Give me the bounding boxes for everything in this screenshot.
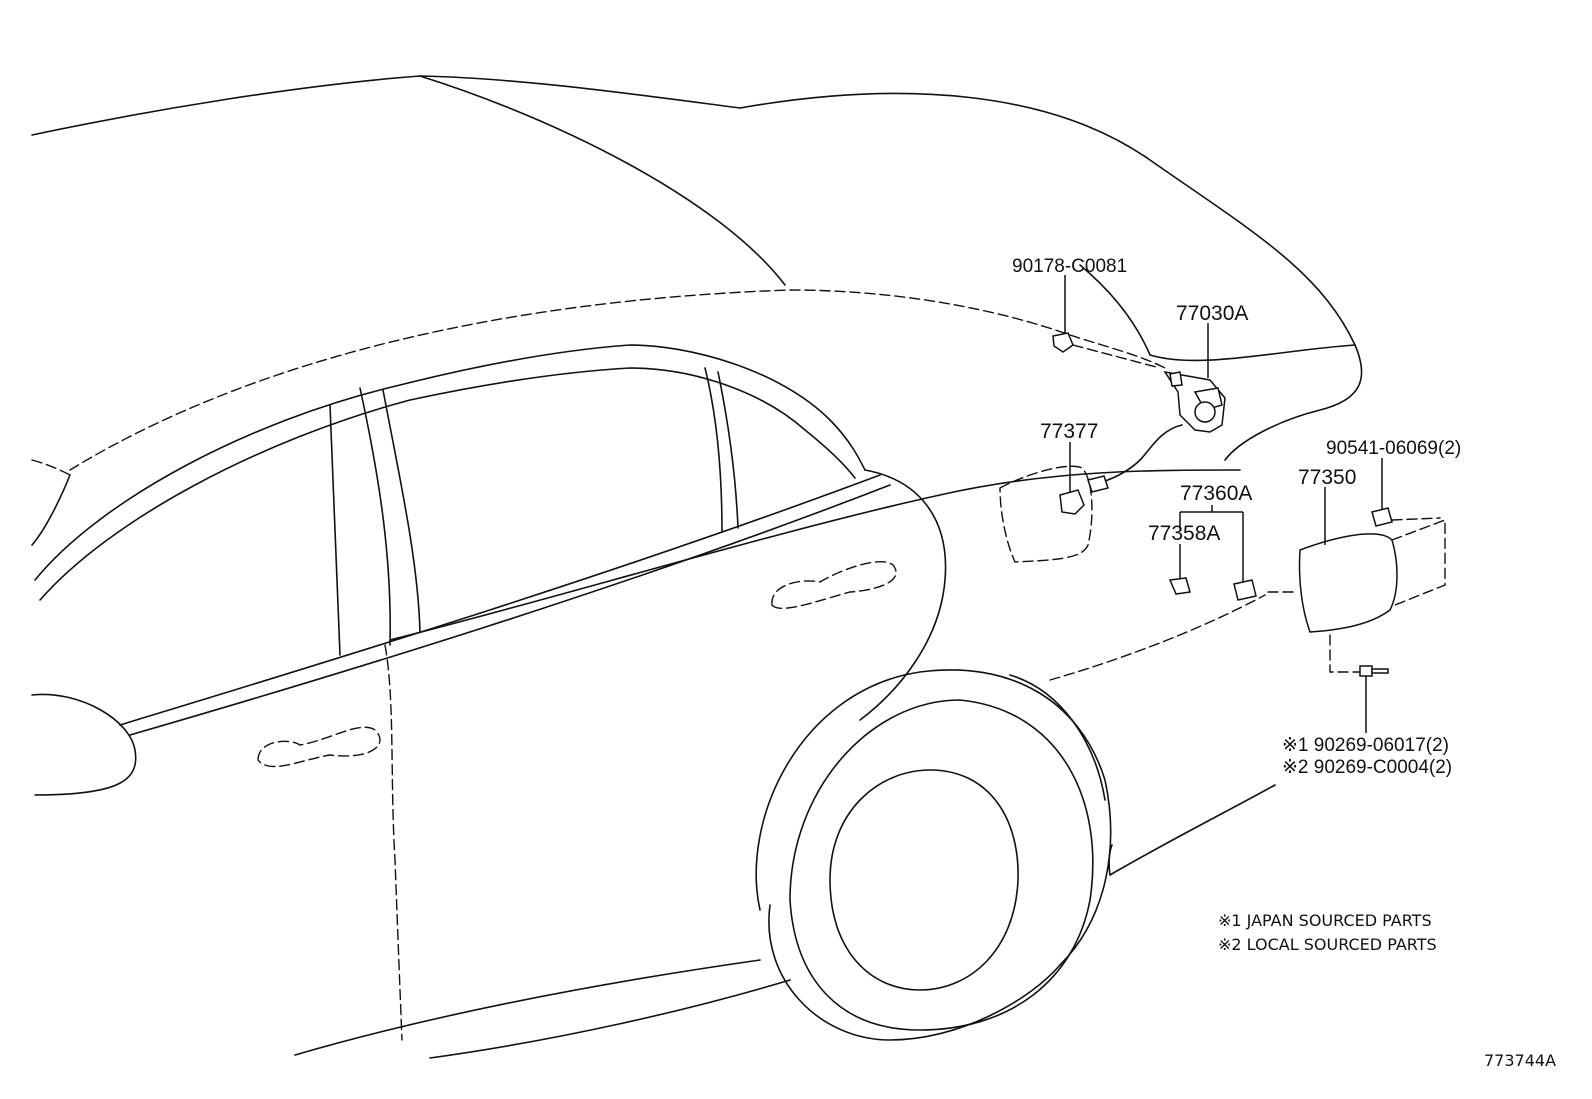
label-90269-c0004: ※2 90269-C0004(2) <box>1282 757 1452 778</box>
rear-wheel <box>755 669 1113 1041</box>
note-local-sourced: ※2 LOCAL SOURCED PARTS <box>1218 935 1437 954</box>
legend-notes: ※1 JAPAN SOURCED PARTS ※2 LOCAL SOURCED … <box>1218 911 1437 954</box>
fuel-door-77350 <box>1298 487 1446 673</box>
fuel-door-opening <box>999 465 1093 563</box>
label-77377: 77377 <box>1040 420 1098 443</box>
label-77360a: 77360A <box>1180 482 1252 505</box>
actuator-77030a <box>1087 323 1226 493</box>
part-90541 <box>1371 458 1441 527</box>
label-77030a: 77030A <box>1176 302 1248 325</box>
label-90541-06069: 90541-06069(2) <box>1326 438 1461 459</box>
part-77377 <box>1059 442 1085 515</box>
note-japan-sourced: ※1 JAPAN SOURCED PARTS <box>1218 911 1432 930</box>
car-body-outline <box>31 75 1363 1059</box>
bracket-77360a <box>1179 505 1257 601</box>
label-90269-06017: ※1 90269-06017(2) <box>1282 735 1449 756</box>
label-77358a: 77358A <box>1148 522 1220 545</box>
screw-90269 <box>1359 665 1389 733</box>
clip-77358a <box>1168 544 1191 595</box>
diagram-id: 773744A <box>1484 1051 1556 1070</box>
part-labels: 90178-C0081 77030A 77377 77360A 77358A 7… <box>1012 256 1461 778</box>
bolt-90178 <box>1052 275 1161 369</box>
label-77350: 77350 <box>1298 466 1356 489</box>
label-90178-c0081: 90178-C0081 <box>1012 256 1127 277</box>
